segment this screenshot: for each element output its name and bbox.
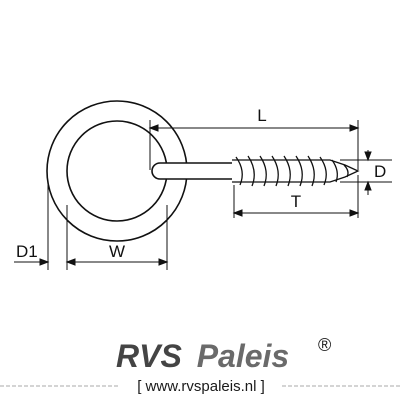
screw-shank [151, 162, 232, 180]
dimension-D [340, 150, 392, 195]
arrowhead [364, 180, 372, 191]
dimension-D1-W [14, 185, 169, 270]
label-T: T [291, 192, 301, 211]
arrowhead [158, 258, 169, 266]
screw-thread [232, 155, 360, 187]
brand-part2: Paleis [197, 338, 290, 374]
website-link[interactable]: [ www.rvspaleis.nl ] [137, 378, 265, 395]
arrowhead [39, 258, 50, 266]
label-W: W [109, 242, 125, 261]
brand-text: RVS Paleis [116, 338, 289, 374]
label-L: L [257, 106, 266, 125]
arrowhead [349, 124, 360, 132]
label-D: D [374, 162, 386, 181]
registered-mark: ® [318, 335, 331, 355]
dimension-L [148, 120, 360, 170]
arrowhead [232, 209, 243, 217]
arrowhead [65, 258, 76, 266]
brand-part1: RVS [116, 338, 182, 374]
label-D1: D1 [16, 242, 38, 261]
brand-logo: RVS Paleis ® [116, 335, 331, 374]
arrowhead [148, 124, 159, 132]
dimension-T [232, 175, 360, 218]
arrowhead [349, 209, 360, 217]
arrowhead [364, 151, 372, 162]
